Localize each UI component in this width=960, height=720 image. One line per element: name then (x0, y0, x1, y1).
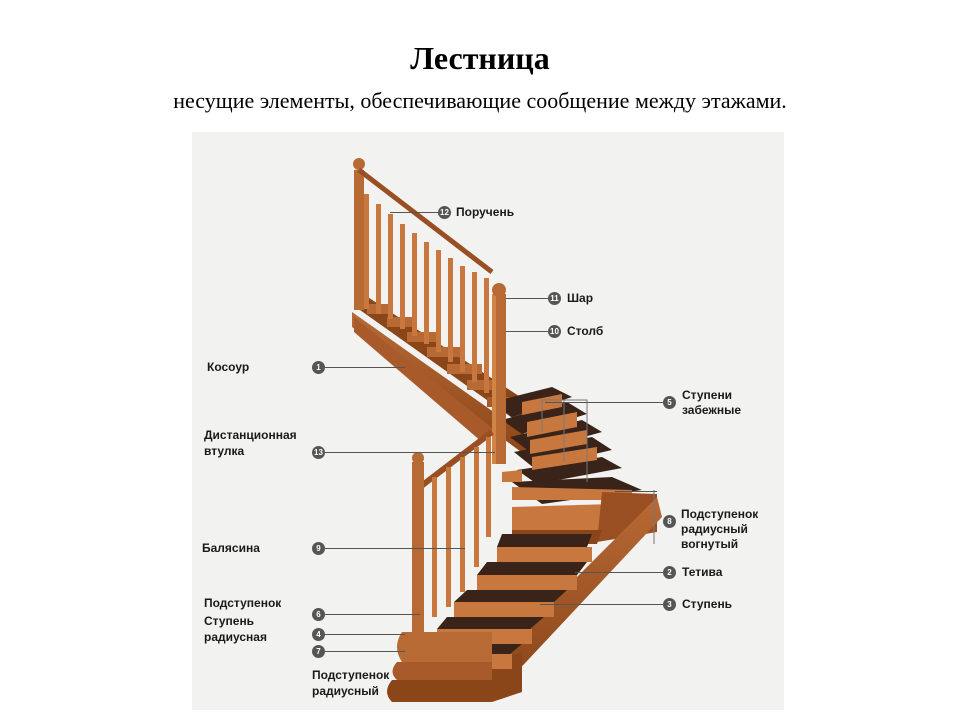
leader-line-5 (545, 402, 663, 403)
leader-line-2 (575, 572, 663, 573)
leader-line-10 (506, 331, 548, 332)
badge-11: 11 (548, 292, 561, 305)
label-spacer-1: Дистанционная (204, 428, 297, 442)
badge-8: 8 (663, 515, 676, 528)
upper-balusters (353, 158, 494, 393)
leader-line-8 (615, 491, 657, 492)
label-concave-riser-1: Подступенок (681, 507, 759, 521)
label-spacer-2: втулка (204, 444, 245, 458)
label-radial-riser-2: радиусный (312, 684, 379, 698)
label-riser: Подступенок (204, 596, 282, 610)
label-stringer: Тетива (682, 565, 723, 579)
label-concave-riser-3: вогнутый (681, 537, 739, 551)
leader-line-3 (540, 604, 663, 605)
label-radial-step-1: Ступень (204, 614, 255, 628)
badge-2: 2 (663, 566, 676, 579)
label-ball: Шар (567, 291, 594, 305)
label-winder-steps-1: Ступени (682, 388, 733, 402)
label-handrail: Поручень (456, 205, 515, 219)
badge-1: 1 (312, 361, 325, 374)
badge-7: 7 (312, 645, 325, 658)
leader-line-1 (325, 367, 405, 368)
leader-line-13 (325, 452, 495, 453)
label-radial-riser-1: Подступенок (312, 668, 390, 682)
lower-balusters (412, 429, 494, 647)
label-winder-steps-2: забежные (682, 403, 742, 417)
newel-post (492, 283, 506, 464)
badge-9: 9 (312, 542, 325, 555)
label-tread: Ступень (682, 597, 733, 611)
page-subtitle: несущие элементы, обеспечивающие сообщен… (173, 88, 787, 113)
badge-3: 3 (663, 598, 676, 611)
label-baluster: Балясина (202, 541, 260, 555)
leader-line-12 (390, 212, 438, 213)
badge-10: 10 (548, 325, 561, 338)
staircase-illustration (352, 158, 662, 702)
leader-line-6 (325, 614, 420, 615)
label-kosour: Косоур (207, 360, 250, 374)
leader-line-7 (325, 651, 405, 652)
label-post: Столб (567, 324, 604, 338)
badge-13: 13 (312, 446, 325, 459)
badge-5: 5 (663, 396, 676, 409)
leader-line-4 (325, 634, 405, 635)
label-concave-riser-2: радиусный (681, 522, 748, 536)
label-radial-step-2: радиусная (204, 630, 267, 644)
badge-12: 12 (438, 206, 451, 219)
leader-line-9 (325, 548, 465, 549)
staircase-diagram (192, 132, 784, 710)
page-title: Лестница (410, 40, 550, 76)
badge-6: 6 (312, 608, 325, 621)
badge-4: 4 (312, 628, 325, 641)
leader-line-11 (506, 298, 548, 299)
